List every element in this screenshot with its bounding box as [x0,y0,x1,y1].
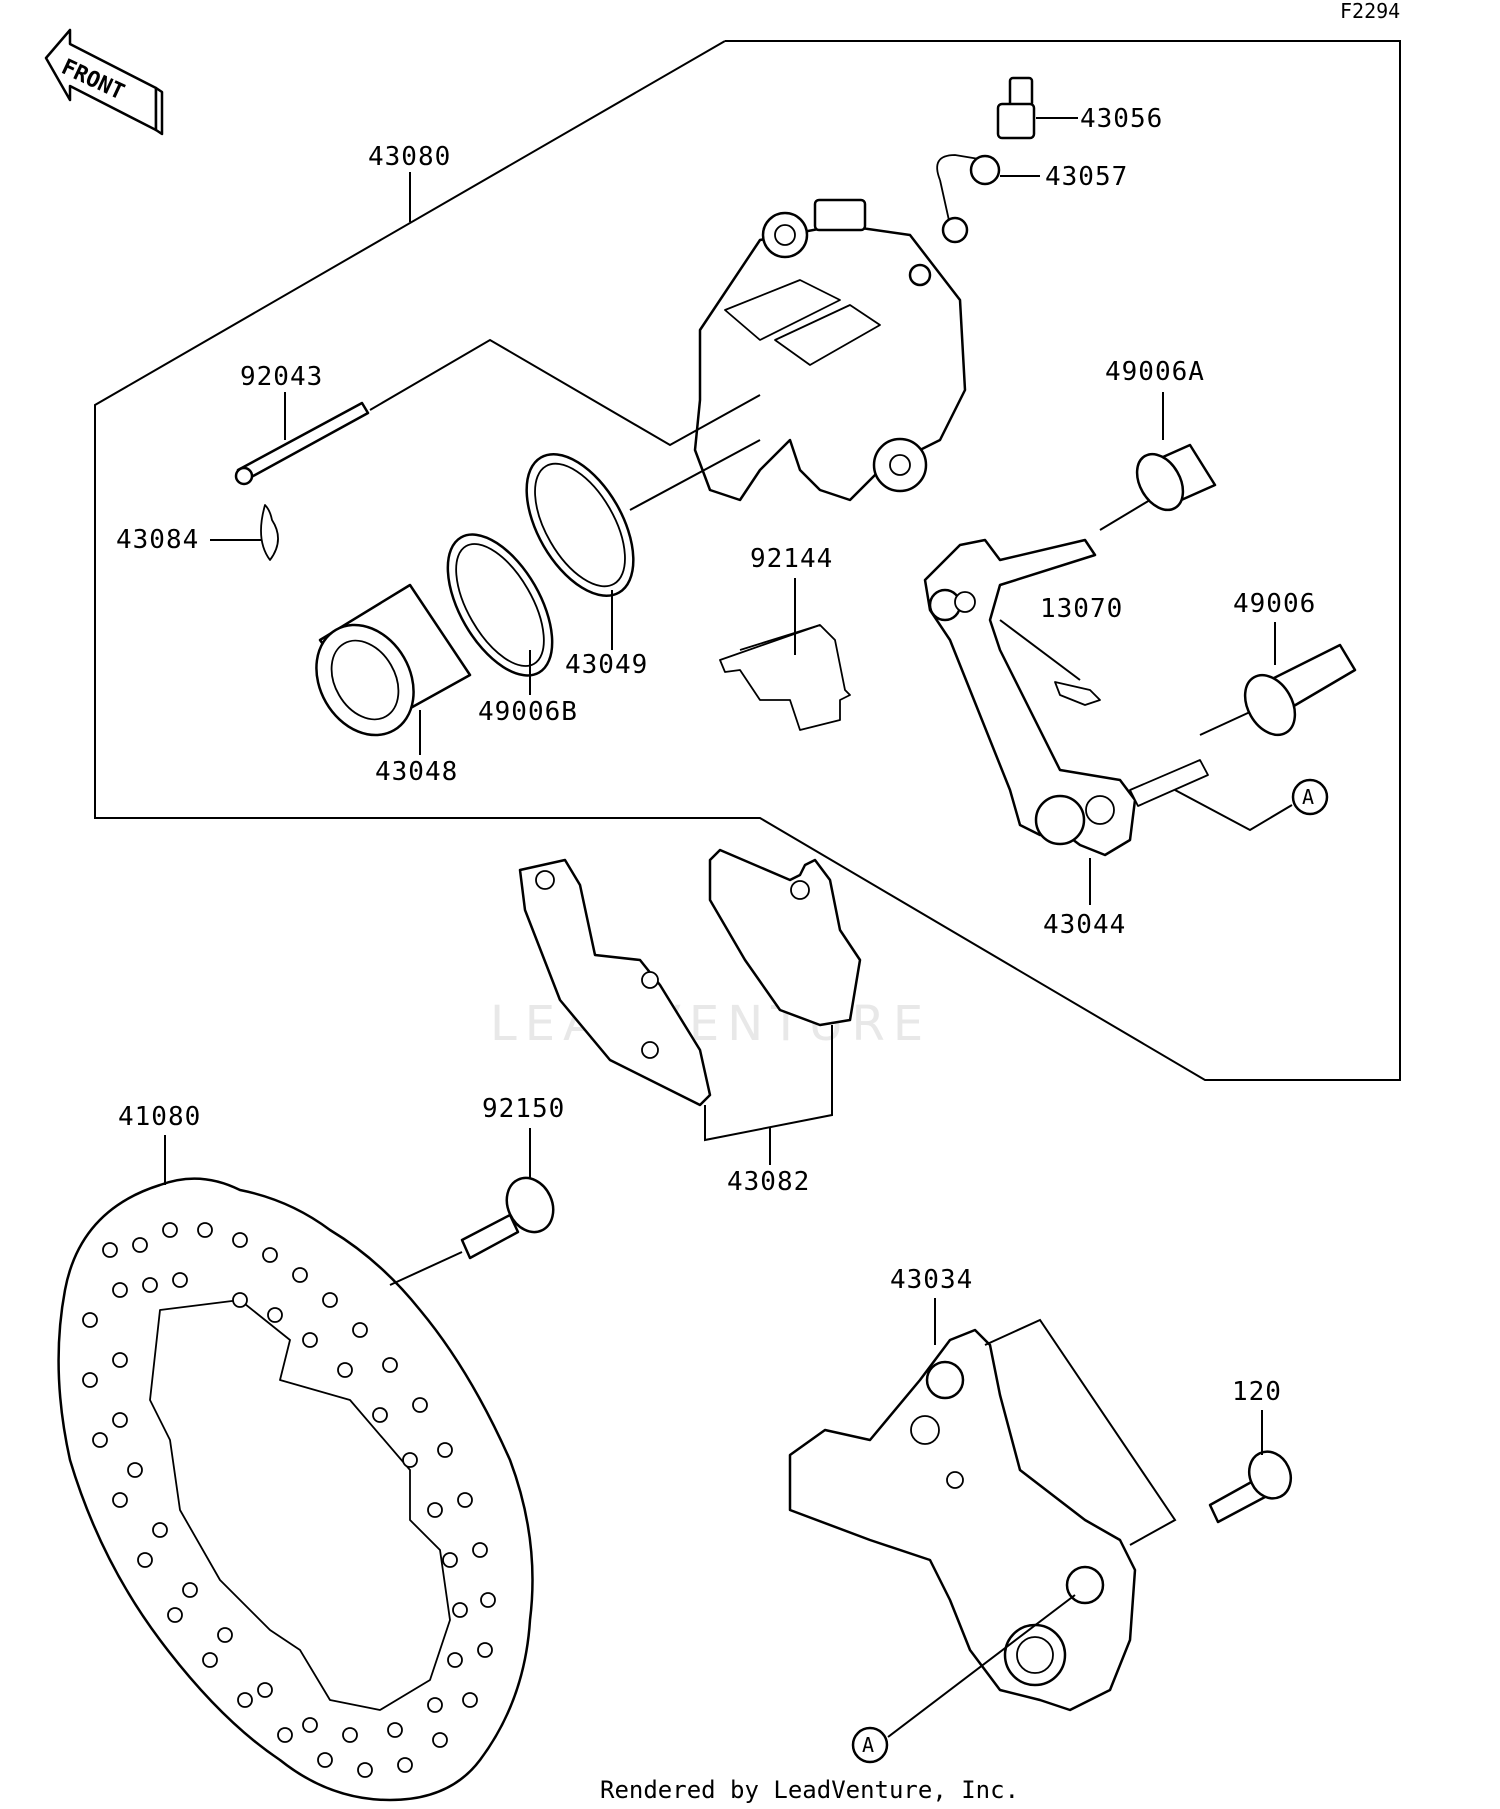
label-43044: 43044 [1043,910,1126,940]
caliper-bracket [923,538,1209,857]
pad-holder-clip [1054,681,1101,706]
boot-49006 [1243,643,1357,737]
marker-a-lower [851,1726,889,1764]
pin-clip [260,504,279,561]
label-13070: 13070 [1040,594,1123,624]
label-43034: 43034 [890,1265,973,1295]
watermark: LEADVENTURE [490,996,931,1052]
label-41080: 41080 [118,1102,201,1132]
marker-a-upper-text: A [1302,785,1314,809]
label-92144: 92144 [750,544,833,574]
caliper-mounting-bracket [788,1328,1137,1712]
label-43048: 43048 [375,757,458,787]
bleeder-valve [996,76,1036,140]
label-43082: 43082 [727,1167,810,1197]
label-43057: 43057 [1045,162,1128,192]
marker-a-lower-text: A [862,1733,874,1757]
assembly-outline [94,40,1401,1081]
marker-a-upper [1291,778,1329,816]
boot-49006A [1135,443,1217,512]
label-43049: 43049 [565,650,648,680]
bleeder-cap [936,154,1001,244]
brake-pad-front [708,848,862,1027]
label-49006B: 49006B [478,697,578,727]
label-49006: 49006 [1233,589,1316,619]
label-120: 120 [1232,1377,1282,1407]
pad-spring [719,624,851,731]
caliper-piston [315,583,472,737]
pad-pin [234,401,370,486]
bracket-bolt [1208,1450,1293,1524]
disc-holes [82,1222,496,1778]
label-92043: 92043 [240,362,323,392]
label-43080: 43080 [368,142,451,172]
caliper-body [693,198,967,502]
footer-credit: Rendered by LeadVenture, Inc. [600,1776,1019,1804]
figure-code: F2294 [1340,0,1400,23]
label-92150: 92150 [482,1094,565,1124]
disc-bolt [460,1176,555,1260]
brake-disc [57,1177,534,1802]
front-arrow-icon: FRONT [44,28,164,136]
brake-pad-rear [518,858,712,1107]
label-49006A: 49006A [1105,357,1205,387]
label-43056: 43056 [1080,104,1163,134]
label-43084: 43084 [116,525,199,555]
